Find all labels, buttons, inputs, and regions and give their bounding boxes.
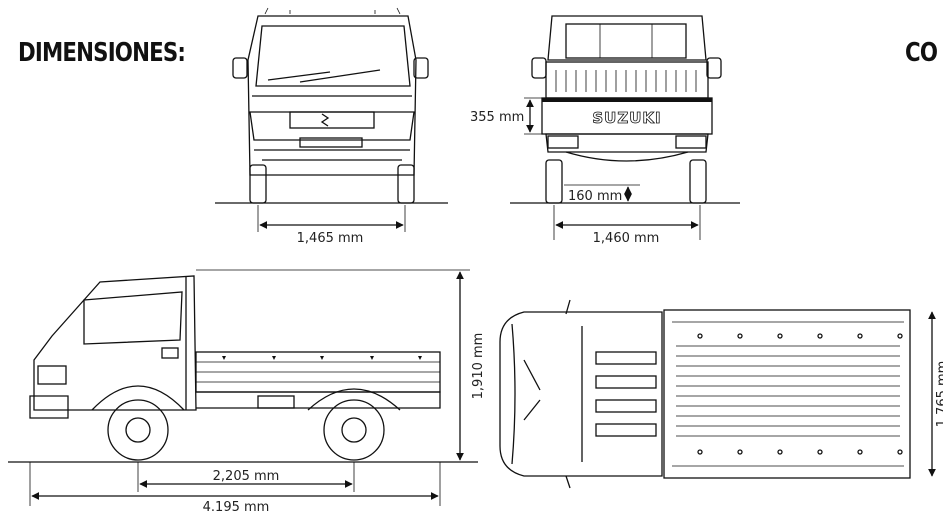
top-view xyxy=(499,299,936,489)
front-view xyxy=(215,7,448,232)
side-view xyxy=(8,269,478,506)
rear-view xyxy=(510,15,740,240)
ground-clearance-label: 160 mm xyxy=(568,189,622,204)
top-width-label: 1,765 mm xyxy=(935,361,943,428)
bed-height-label: 355 mm xyxy=(470,110,524,125)
length-label: 4.195 mm xyxy=(203,500,270,514)
rear-brand-badge: SUZUKI xyxy=(592,109,661,127)
rear-width-label: 1,460 mm xyxy=(593,231,660,246)
second-heading-cropped: CO xyxy=(905,38,938,68)
dimensions-heading: DIMENSIONES: xyxy=(18,38,186,68)
wheelbase-label: 2,205 mm xyxy=(213,469,280,484)
height-label: 1,910 mm xyxy=(471,333,486,400)
front-width-label: 1,465 mm xyxy=(297,231,364,246)
